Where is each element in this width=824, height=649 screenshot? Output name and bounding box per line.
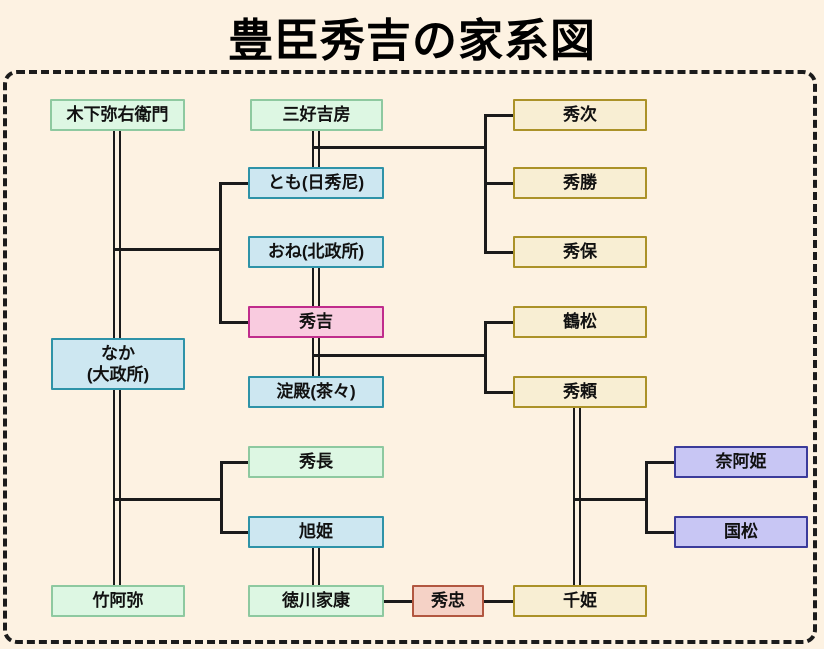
sibling-bracket-tomo-hideyoshi bbox=[219, 182, 222, 324]
person-label: 秀忠 bbox=[431, 591, 465, 611]
descent-line-naka-kinoshita bbox=[115, 248, 222, 251]
descent-line-hideyori-senhime bbox=[573, 498, 648, 501]
person-label: 秀次 bbox=[563, 105, 597, 125]
person-box-senhime: 千姫 bbox=[513, 585, 647, 617]
person-label: 三好吉房 bbox=[282, 105, 351, 125]
person-box-naahime: 奈阿姫 bbox=[674, 446, 808, 478]
person-box-hidenaga: 秀長 bbox=[248, 446, 384, 478]
stub-hideyoshi bbox=[219, 321, 248, 324]
stub-hidetsugu bbox=[484, 114, 513, 117]
stub-asahihime bbox=[220, 531, 248, 534]
stub-hidenaga bbox=[220, 461, 248, 464]
person-box-kinoshita-yaemon: 木下弥右衛門 bbox=[50, 99, 185, 131]
stub-hideyori bbox=[484, 391, 513, 394]
stub-tomo bbox=[219, 182, 248, 185]
person-box-one: おね(北政所) bbox=[248, 236, 384, 268]
sibling-bracket-hidenaga-asahihime bbox=[220, 461, 223, 534]
stub-hidekatsu bbox=[484, 182, 513, 185]
person-label: おね(北政所) bbox=[267, 242, 365, 262]
person-box-yododono: 淀殿(茶々) bbox=[248, 376, 384, 408]
marriage-line-hideyori-senhime bbox=[573, 408, 581, 585]
tree-frame bbox=[3, 70, 817, 644]
person-label: 秀保 bbox=[563, 242, 597, 262]
person-box-hidekatsu: 秀勝 bbox=[513, 167, 647, 199]
marriage-line-takeami-naka bbox=[113, 390, 121, 585]
person-box-hideyori: 秀頼 bbox=[513, 376, 647, 408]
person-label: 旭姫 bbox=[299, 522, 333, 542]
descent-line-hideyoshi-yododono bbox=[312, 354, 487, 357]
person-box-hideyasu: 秀保 bbox=[513, 236, 647, 268]
person-label: 国松 bbox=[724, 522, 758, 542]
person-box-tomo: とも(日秀尼) bbox=[248, 167, 384, 199]
person-label: 秀吉 bbox=[299, 312, 333, 332]
descent-line-naka-takeami bbox=[115, 498, 222, 501]
stub-kunimatsu bbox=[645, 531, 674, 534]
person-box-asahihime: 旭姫 bbox=[248, 516, 384, 548]
person-label: 千姫 bbox=[563, 591, 597, 611]
person-label: 秀長 bbox=[299, 452, 333, 472]
stub-tsurumatsu bbox=[484, 321, 513, 324]
person-label: 木下弥右衛門 bbox=[66, 105, 169, 125]
person-label: 秀頼 bbox=[563, 382, 597, 402]
person-box-hideyoshi: 秀吉 bbox=[248, 306, 384, 338]
person-label: 鶴松 bbox=[563, 312, 597, 332]
marriage-line-one-hideyoshi bbox=[312, 268, 320, 306]
page-title: 豊臣秀吉の家系図 bbox=[227, 15, 596, 66]
person-box-hidetsugu: 秀次 bbox=[513, 99, 647, 131]
person-label: なか (大政所) bbox=[86, 343, 150, 384]
person-label: 徳川家康 bbox=[282, 591, 350, 611]
marriage-line-hideyoshi-yododono bbox=[312, 338, 320, 376]
person-box-takeami: 竹阿弥 bbox=[51, 585, 185, 617]
marriage-line-miyoshi-tomo bbox=[312, 131, 320, 167]
person-label: 秀勝 bbox=[563, 173, 597, 193]
person-box-kunimatsu: 国松 bbox=[674, 516, 808, 548]
person-box-hidetada: 秀忠 bbox=[412, 585, 484, 617]
sibling-bracket-naahime-kunimatsu bbox=[645, 461, 648, 534]
person-label: とも(日秀尼) bbox=[267, 173, 365, 193]
stub-naahime bbox=[645, 461, 674, 464]
person-box-naka: なか (大政所) bbox=[51, 338, 185, 390]
person-label: 竹阿弥 bbox=[92, 591, 144, 611]
person-box-ieyasu: 徳川家康 bbox=[248, 585, 384, 617]
sibling-bracket-tsurumatsu-hideyori bbox=[484, 321, 487, 394]
descent-line-miyoshi-tomo bbox=[312, 146, 487, 149]
marriage-line-kinoshita-naka bbox=[113, 131, 121, 338]
descent-line-ieyasu-hidetada bbox=[384, 600, 412, 603]
person-box-miyoshi-yoshifusa: 三好吉房 bbox=[250, 99, 383, 131]
descent-line-hidetada-senhime bbox=[484, 600, 513, 603]
person-box-tsurumatsu: 鶴松 bbox=[513, 306, 647, 338]
person-label: 奈阿姫 bbox=[715, 452, 767, 472]
marriage-line-asahihime-ieyasu bbox=[312, 548, 320, 585]
person-label: 淀殿(茶々) bbox=[276, 382, 356, 402]
stub-hideyasu bbox=[484, 251, 513, 254]
